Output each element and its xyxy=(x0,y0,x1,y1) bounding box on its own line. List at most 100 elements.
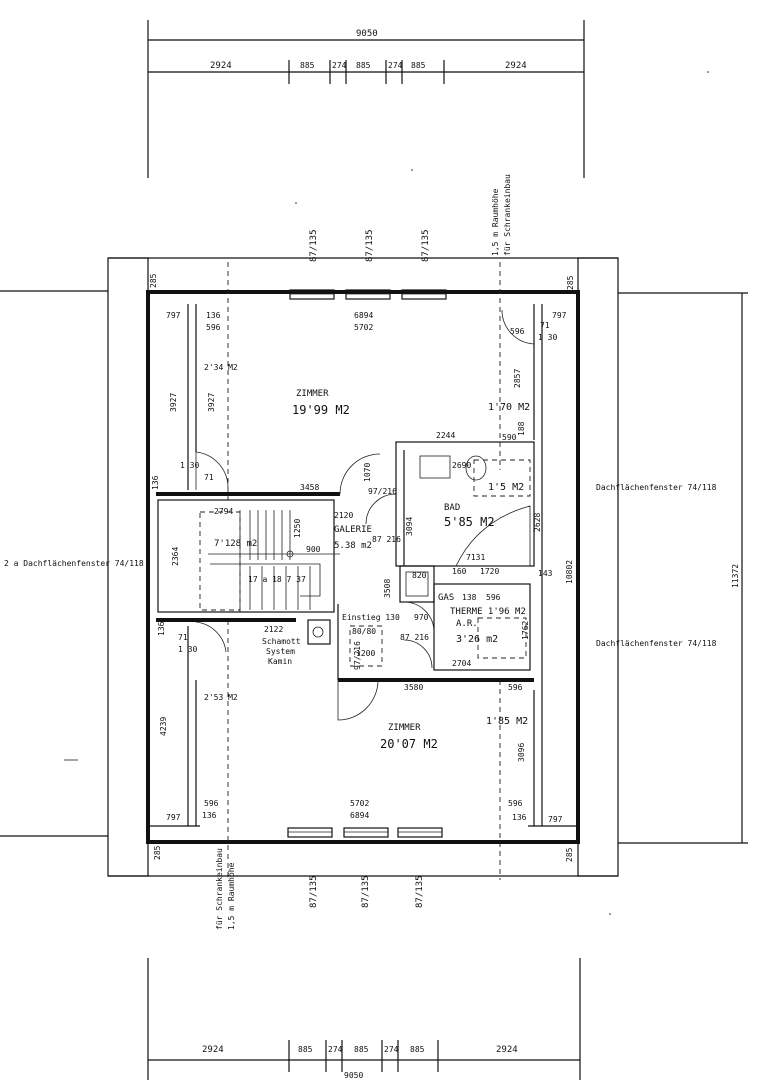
dim-2857: 2857 xyxy=(513,369,522,388)
zimmer-bottom-right-area: 1'85 M2 xyxy=(486,716,528,727)
dim-130-l2: 1 30 xyxy=(178,645,197,654)
window-width-3: 885 xyxy=(411,61,426,70)
dim-1250: 1250 xyxy=(293,519,302,538)
zimmer-bottom-area: 20'07 M2 xyxy=(380,737,438,751)
dim-596-tl: 596 xyxy=(206,323,221,332)
dim-596-bl: 596 xyxy=(204,799,219,808)
bottom-dimension-chain: 2924 885 274 885 274 885 2924 9050 xyxy=(147,958,581,1080)
dim-136-tl: 136 xyxy=(206,311,221,320)
door-87-216-ar: 87 216 xyxy=(400,633,429,642)
dim-160: 160 xyxy=(452,567,467,576)
dim-216-a: 97/216 xyxy=(368,487,397,496)
dim-3458: 3458 xyxy=(300,483,319,492)
zimmer-top-right-area: 1'70 M2 xyxy=(488,402,530,413)
corner-bl: 285 xyxy=(153,845,162,860)
roof-window-right-top: Dachflächenfenster 74/118 xyxy=(596,483,717,492)
schrank-note-bottom-2: 1,5 m Raumhöhe xyxy=(227,862,236,930)
inner-bottom-b: 6894 xyxy=(350,811,369,820)
dim-2244: 2244 xyxy=(436,431,455,440)
dim-1070: 1070 xyxy=(363,463,372,482)
stair-steps: 17 a 18 7 37 xyxy=(248,575,306,584)
top-windows xyxy=(289,289,447,300)
dim-71-tr: 71 xyxy=(540,321,550,330)
zimmer-bottom-sub: 2'53 M2 xyxy=(204,693,238,702)
window-width-b2: 885 xyxy=(354,1045,369,1054)
dim-2690: 2690 xyxy=(452,461,471,470)
dim-900: 900 xyxy=(306,545,321,554)
dim-71-l2: 71 xyxy=(178,633,188,642)
pier-b1: 274 xyxy=(328,1045,343,1054)
segment-bottom-left: 2924 xyxy=(202,1045,224,1055)
galerie-number: 2120 xyxy=(334,511,353,520)
dim-138: 138 xyxy=(462,593,477,602)
ar-label: A.R. xyxy=(456,619,478,629)
segment-bottom-right: 2924 xyxy=(496,1045,518,1055)
kamin-line-1: Schamott xyxy=(262,637,301,646)
dim-136-l2: 136 xyxy=(157,621,166,636)
window-label-t3: 87/135 xyxy=(421,229,431,262)
dim-136-br: 136 xyxy=(512,813,527,822)
pier-b2: 274 xyxy=(384,1045,399,1054)
dim-1762: 1762 xyxy=(521,621,530,640)
kniestock-tl: 797 xyxy=(166,311,181,320)
dim-2364: 2364 xyxy=(171,547,180,566)
roof-window-left: 2 a Dachflächenfenster 74/118 xyxy=(4,559,144,568)
overall-width-top: 9050 xyxy=(356,29,378,39)
dim-3927-a: 3927 xyxy=(169,393,178,412)
zimmer-top-area: 19'99 M2 xyxy=(292,403,350,417)
kniestock-bl: 797 xyxy=(166,813,181,822)
dim-2794: 2794 xyxy=(214,507,233,516)
dim-136-bl: 136 xyxy=(202,811,217,820)
corner-br: 285 xyxy=(565,847,574,862)
window-label-t1: 87/135 xyxy=(309,229,319,262)
corner-tr: 285 xyxy=(566,275,575,290)
dim-820: 820 xyxy=(412,571,427,580)
zimmer-top-sub: 2'34 M2 xyxy=(204,363,238,372)
dim-188: 188 xyxy=(517,421,526,436)
dim-130-tr: 1 30 xyxy=(538,333,557,342)
inner-top-b: 5702 xyxy=(354,323,373,332)
kamin-line-3: Kamin xyxy=(268,657,292,666)
window-width-1: 885 xyxy=(300,61,315,70)
dim-130-l: 1 30 xyxy=(180,461,199,470)
dim-596-tr: 596 xyxy=(510,327,525,336)
pier-1: 274 xyxy=(332,61,347,70)
window-width-b1: 885 xyxy=(298,1045,313,1054)
dim-3094: 3094 xyxy=(405,517,414,536)
door-87-216-galerie: 87 216 xyxy=(372,535,401,544)
einstieg-label: Einstieg 130 xyxy=(342,613,400,622)
dim-3096: 3096 xyxy=(517,743,526,762)
stair xyxy=(157,499,340,613)
window-label-b2: 87/135 xyxy=(361,875,371,908)
dim-216-b: 97/216 xyxy=(353,641,362,670)
ar-area: 3'26 m2 xyxy=(456,634,498,645)
dim-136-l: 136 xyxy=(151,475,160,490)
dim-596-gas: 596 xyxy=(486,593,501,602)
kamin-line-2: System xyxy=(266,647,295,656)
outer-outline xyxy=(0,257,748,877)
dim-2704: 2704 xyxy=(452,659,471,668)
window-label-b3: 87/135 xyxy=(415,875,425,908)
dim-7131: 7131 xyxy=(466,553,485,562)
einstieg-height: 1200 xyxy=(356,649,375,658)
gas-label: GAS xyxy=(438,593,454,603)
top-dimension-chain: 9050 2924 885 274 885 274 885 2924 xyxy=(147,20,585,178)
bottom-windows xyxy=(287,827,443,838)
outer-depth: 11372 xyxy=(731,564,740,588)
dim-3580: 3580 xyxy=(404,683,423,692)
therme-label: THERME 1'96 M2 xyxy=(450,607,526,617)
roof-window-right-bottom: Dachflächenfenster 74/118 xyxy=(596,639,717,648)
galerie-area: 5.38 m2 xyxy=(334,541,372,551)
window-label-b1: 87/135 xyxy=(309,875,319,908)
dim-2628: 2628 xyxy=(533,513,542,532)
pier-2: 274 xyxy=(388,61,403,70)
dim-3927-b: 3927 xyxy=(207,393,216,412)
kniestock-br: 797 xyxy=(548,815,563,824)
dim-3508: 3508 xyxy=(383,579,392,598)
schrank-note-bottom-1: für Schrankeinbau xyxy=(215,848,224,930)
dim-71-l: 71 xyxy=(204,473,214,482)
segment-top-right: 2924 xyxy=(505,61,527,71)
dim-590: 590 xyxy=(502,433,517,442)
corner-tl: 285 xyxy=(149,273,158,288)
